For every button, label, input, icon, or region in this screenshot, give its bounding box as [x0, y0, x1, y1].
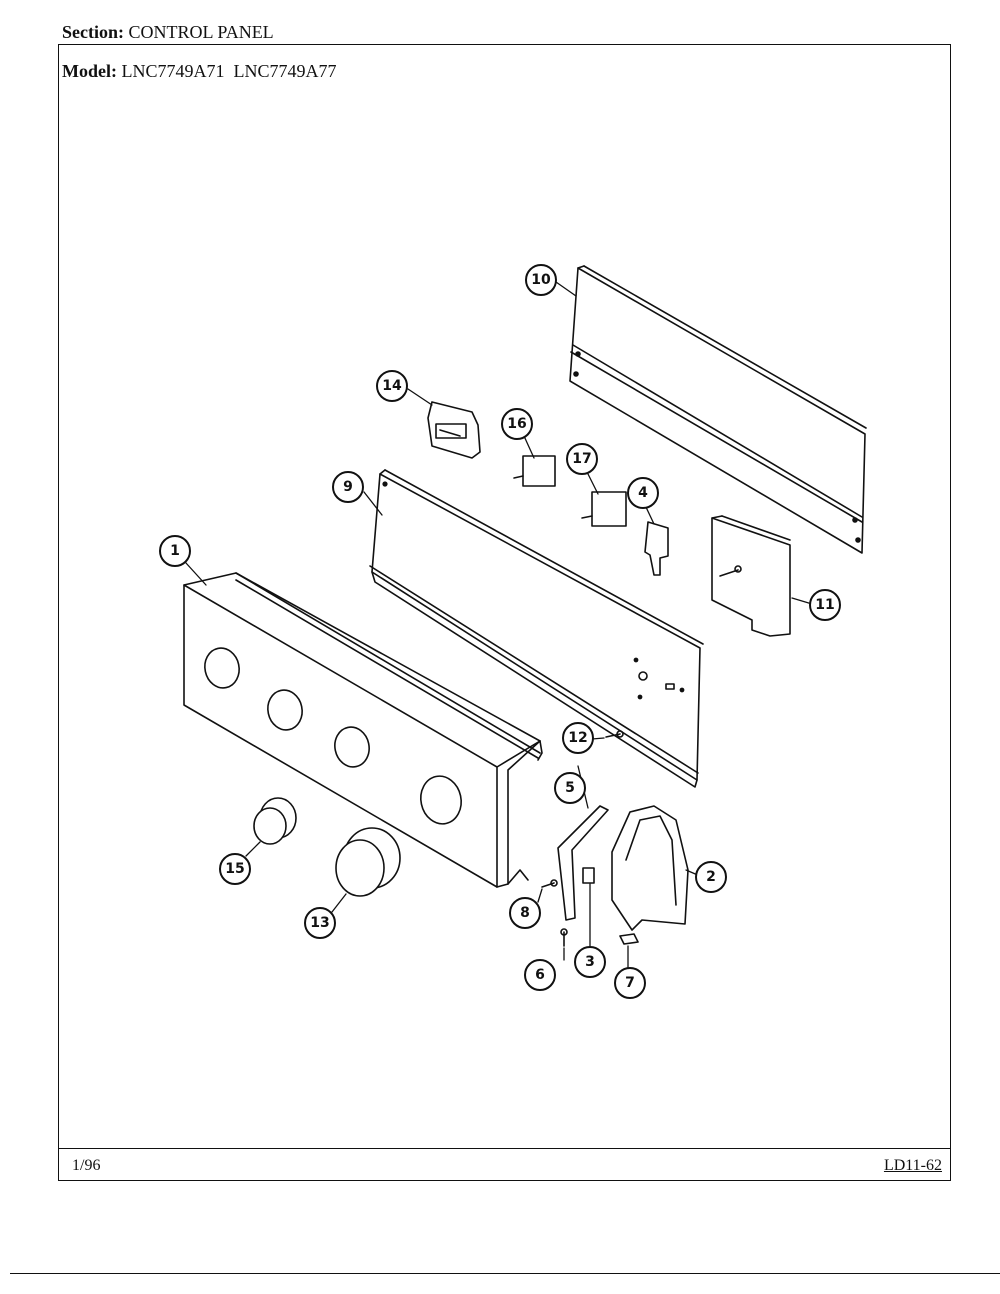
part-front-console: [183, 572, 543, 888]
callout-14: 14: [376, 370, 408, 402]
svg-text:14: 14: [382, 378, 402, 394]
callout-12: 12: [562, 722, 594, 754]
section-header: Section: CONTROL PANEL: [62, 22, 274, 43]
svg-text:6: 6: [535, 967, 545, 983]
page-bottom-rule: [10, 1273, 1000, 1274]
callout-7: 7: [614, 967, 646, 999]
part-selector-switch-16: [513, 455, 556, 487]
model-header: Model: LNC7749A71 LNC7749A77: [62, 61, 336, 82]
section-value: CONTROL PANEL: [128, 22, 274, 42]
diagram-frame: [58, 44, 951, 1181]
part-inner-panel: [369, 469, 704, 788]
callout-2: 2: [695, 861, 727, 893]
leader-lines: [185, 273, 813, 971]
svg-text:7: 7: [625, 975, 635, 991]
svg-text:3: 3: [585, 954, 595, 970]
callout-10: 10: [525, 264, 557, 296]
callout-6: 6: [524, 959, 556, 991]
document-code: LD11-62: [883, 1157, 942, 1174]
svg-text:15: 15: [225, 861, 244, 877]
part-screw-6: [560, 928, 568, 947]
svg-text:1: 1: [170, 543, 180, 559]
svg-text:17: 17: [572, 451, 591, 467]
model-value: LNC7749A71 LNC7749A77: [121, 61, 337, 81]
svg-text:10: 10: [531, 272, 551, 288]
callout-5: 5: [554, 772, 586, 804]
section-label: Section:: [62, 22, 124, 42]
svg-text:2: 2: [706, 869, 716, 885]
part-knob-13: [335, 827, 401, 897]
revision-date: 1/96: [72, 1157, 101, 1174]
callout-15: 15: [219, 853, 251, 885]
part-bracket-4: [644, 521, 669, 576]
callout-4: 4: [627, 477, 659, 509]
part-switch-block: [427, 401, 481, 459]
svg-text:5: 5: [565, 780, 575, 796]
part-screw-12: [605, 730, 624, 738]
callout-3: 3: [574, 946, 606, 978]
part-screw-8: [541, 879, 558, 888]
svg-text:11: 11: [815, 597, 834, 613]
part-knob-15: [253, 797, 297, 845]
callout-13: 13: [304, 907, 336, 939]
part-rear-panel: [569, 265, 867, 554]
model-label: Model:: [62, 61, 117, 81]
callout-8: 8: [509, 897, 541, 929]
callout-9: 9: [332, 471, 364, 503]
svg-text:16: 16: [507, 416, 526, 432]
part-timer: [711, 515, 791, 637]
svg-text:12: 12: [568, 730, 587, 746]
callout-11: 11: [809, 589, 841, 621]
callout-16: 16: [501, 408, 533, 440]
callouts: 1 2 3 4 5 6 7 8 9 10 11 12 13 14 15 16 1…: [159, 264, 841, 999]
part-clip-7: [619, 933, 639, 945]
svg-text:8: 8: [520, 905, 530, 921]
svg-text:4: 4: [638, 485, 648, 501]
svg-text:13: 13: [310, 915, 329, 931]
part-clip-3: [582, 867, 595, 884]
part-end-cap: [611, 805, 689, 931]
part-selector-switch-17: [581, 491, 627, 527]
part-trim-strip: [557, 805, 609, 921]
callout-17: 17: [566, 443, 598, 475]
callout-1: 1: [159, 535, 191, 567]
svg-text:9: 9: [343, 479, 353, 495]
footer-divider: [58, 1148, 951, 1149]
